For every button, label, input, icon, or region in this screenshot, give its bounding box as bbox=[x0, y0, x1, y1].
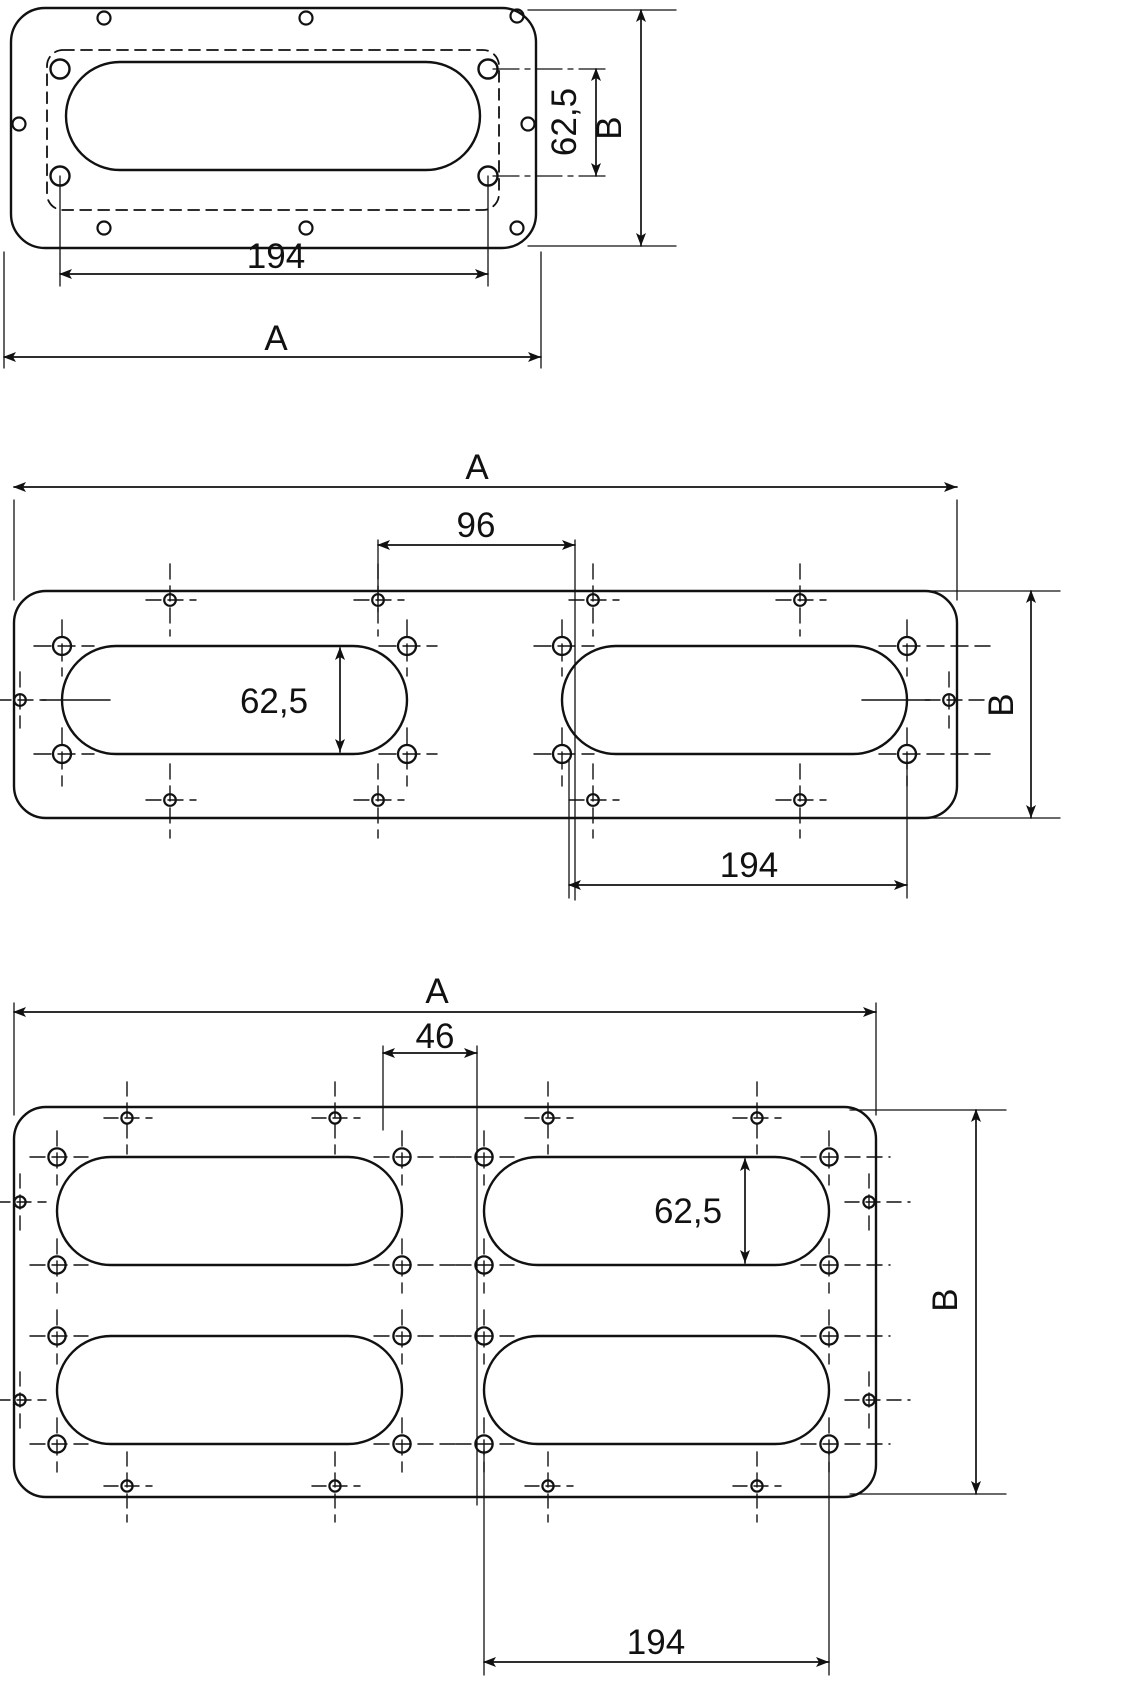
small-hole bbox=[96, 10, 112, 26]
gasket-dashed-outline bbox=[46, 49, 500, 211]
view-3-quad-cutout-plate bbox=[0, 1002, 1007, 1676]
oval-cutout-bottom-left bbox=[55, 1334, 404, 1446]
dimension-label-B: B bbox=[590, 116, 629, 139]
small-hole bbox=[298, 10, 314, 26]
plate-outline bbox=[12, 1105, 878, 1499]
dimension-label-62-5: 62,5 bbox=[240, 682, 308, 721]
oval-cutout-bottom-right bbox=[482, 1334, 831, 1446]
crosshair-lines bbox=[0, 1081, 911, 1523]
small-hole bbox=[11, 116, 27, 132]
crosshair-lines bbox=[33, 619, 991, 787]
dimension-label-A: A bbox=[264, 319, 288, 358]
small-hole bbox=[509, 220, 525, 236]
oval-cutout-top-left bbox=[55, 1155, 404, 1267]
dimension-label-62-5: 62,5 bbox=[654, 1192, 722, 1231]
view-2-double-cutout-plate bbox=[0, 482, 1061, 901]
small-hole-group bbox=[13, 593, 956, 807]
dimension-label-62-5: 62,5 bbox=[545, 88, 584, 156]
plate-outline bbox=[12, 589, 959, 820]
dimension-label-194: 194 bbox=[720, 846, 778, 885]
small-hole bbox=[298, 220, 314, 236]
dimension-label-46: 46 bbox=[416, 1017, 455, 1056]
oval-cutout-left bbox=[60, 644, 409, 756]
dimension-label-A: A bbox=[465, 448, 489, 487]
oval-cutout-right bbox=[560, 644, 909, 756]
small-hole bbox=[520, 116, 536, 132]
mounting-hole bbox=[49, 58, 71, 80]
crosshair-lines bbox=[0, 563, 991, 839]
small-hole bbox=[509, 8, 525, 24]
dimension-label-194: 194 bbox=[247, 237, 305, 276]
dimension-label-B: B bbox=[982, 693, 1021, 716]
view-1-single-cutout-plate bbox=[3, 6, 677, 369]
dimension-label-A: A bbox=[425, 972, 449, 1011]
plate-outline bbox=[9, 6, 538, 250]
oval-cutout-top-right bbox=[482, 1155, 831, 1267]
crosshair-lines bbox=[29, 1130, 891, 1473]
dimension-label-194: 194 bbox=[627, 1623, 685, 1662]
mounting-hole-group bbox=[51, 635, 918, 765]
dimension-label-B: B bbox=[926, 1288, 965, 1311]
dimension-label-96: 96 bbox=[457, 506, 496, 545]
oval-cutout bbox=[64, 60, 482, 172]
small-hole bbox=[96, 220, 112, 236]
